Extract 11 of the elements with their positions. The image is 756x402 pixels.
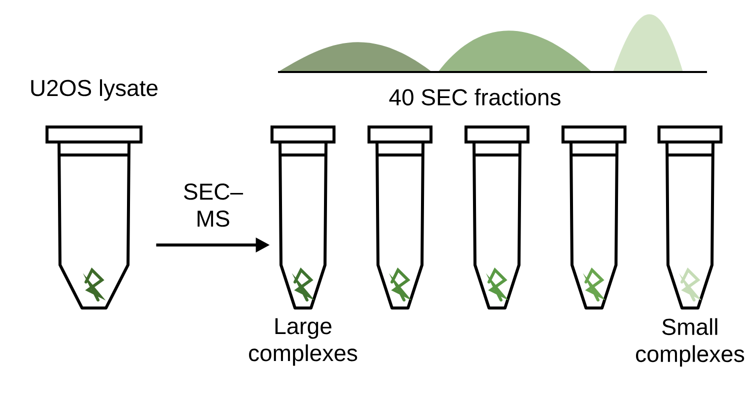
axis-label: 40 SEC fractions <box>389 88 560 106</box>
tube-label: U2OS lysate <box>31 79 158 101</box>
tube-drawing <box>562 126 626 310</box>
tube-drawing <box>368 126 432 310</box>
tube-drawing <box>658 126 722 310</box>
tube-drawing <box>46 126 142 310</box>
edge-label: SEC– MS <box>184 184 244 227</box>
tube-label: Large complexes <box>249 318 358 366</box>
tube-drawing <box>464 126 530 310</box>
tube-drawing <box>270 126 336 310</box>
tube-label: Small complexes <box>636 318 744 367</box>
